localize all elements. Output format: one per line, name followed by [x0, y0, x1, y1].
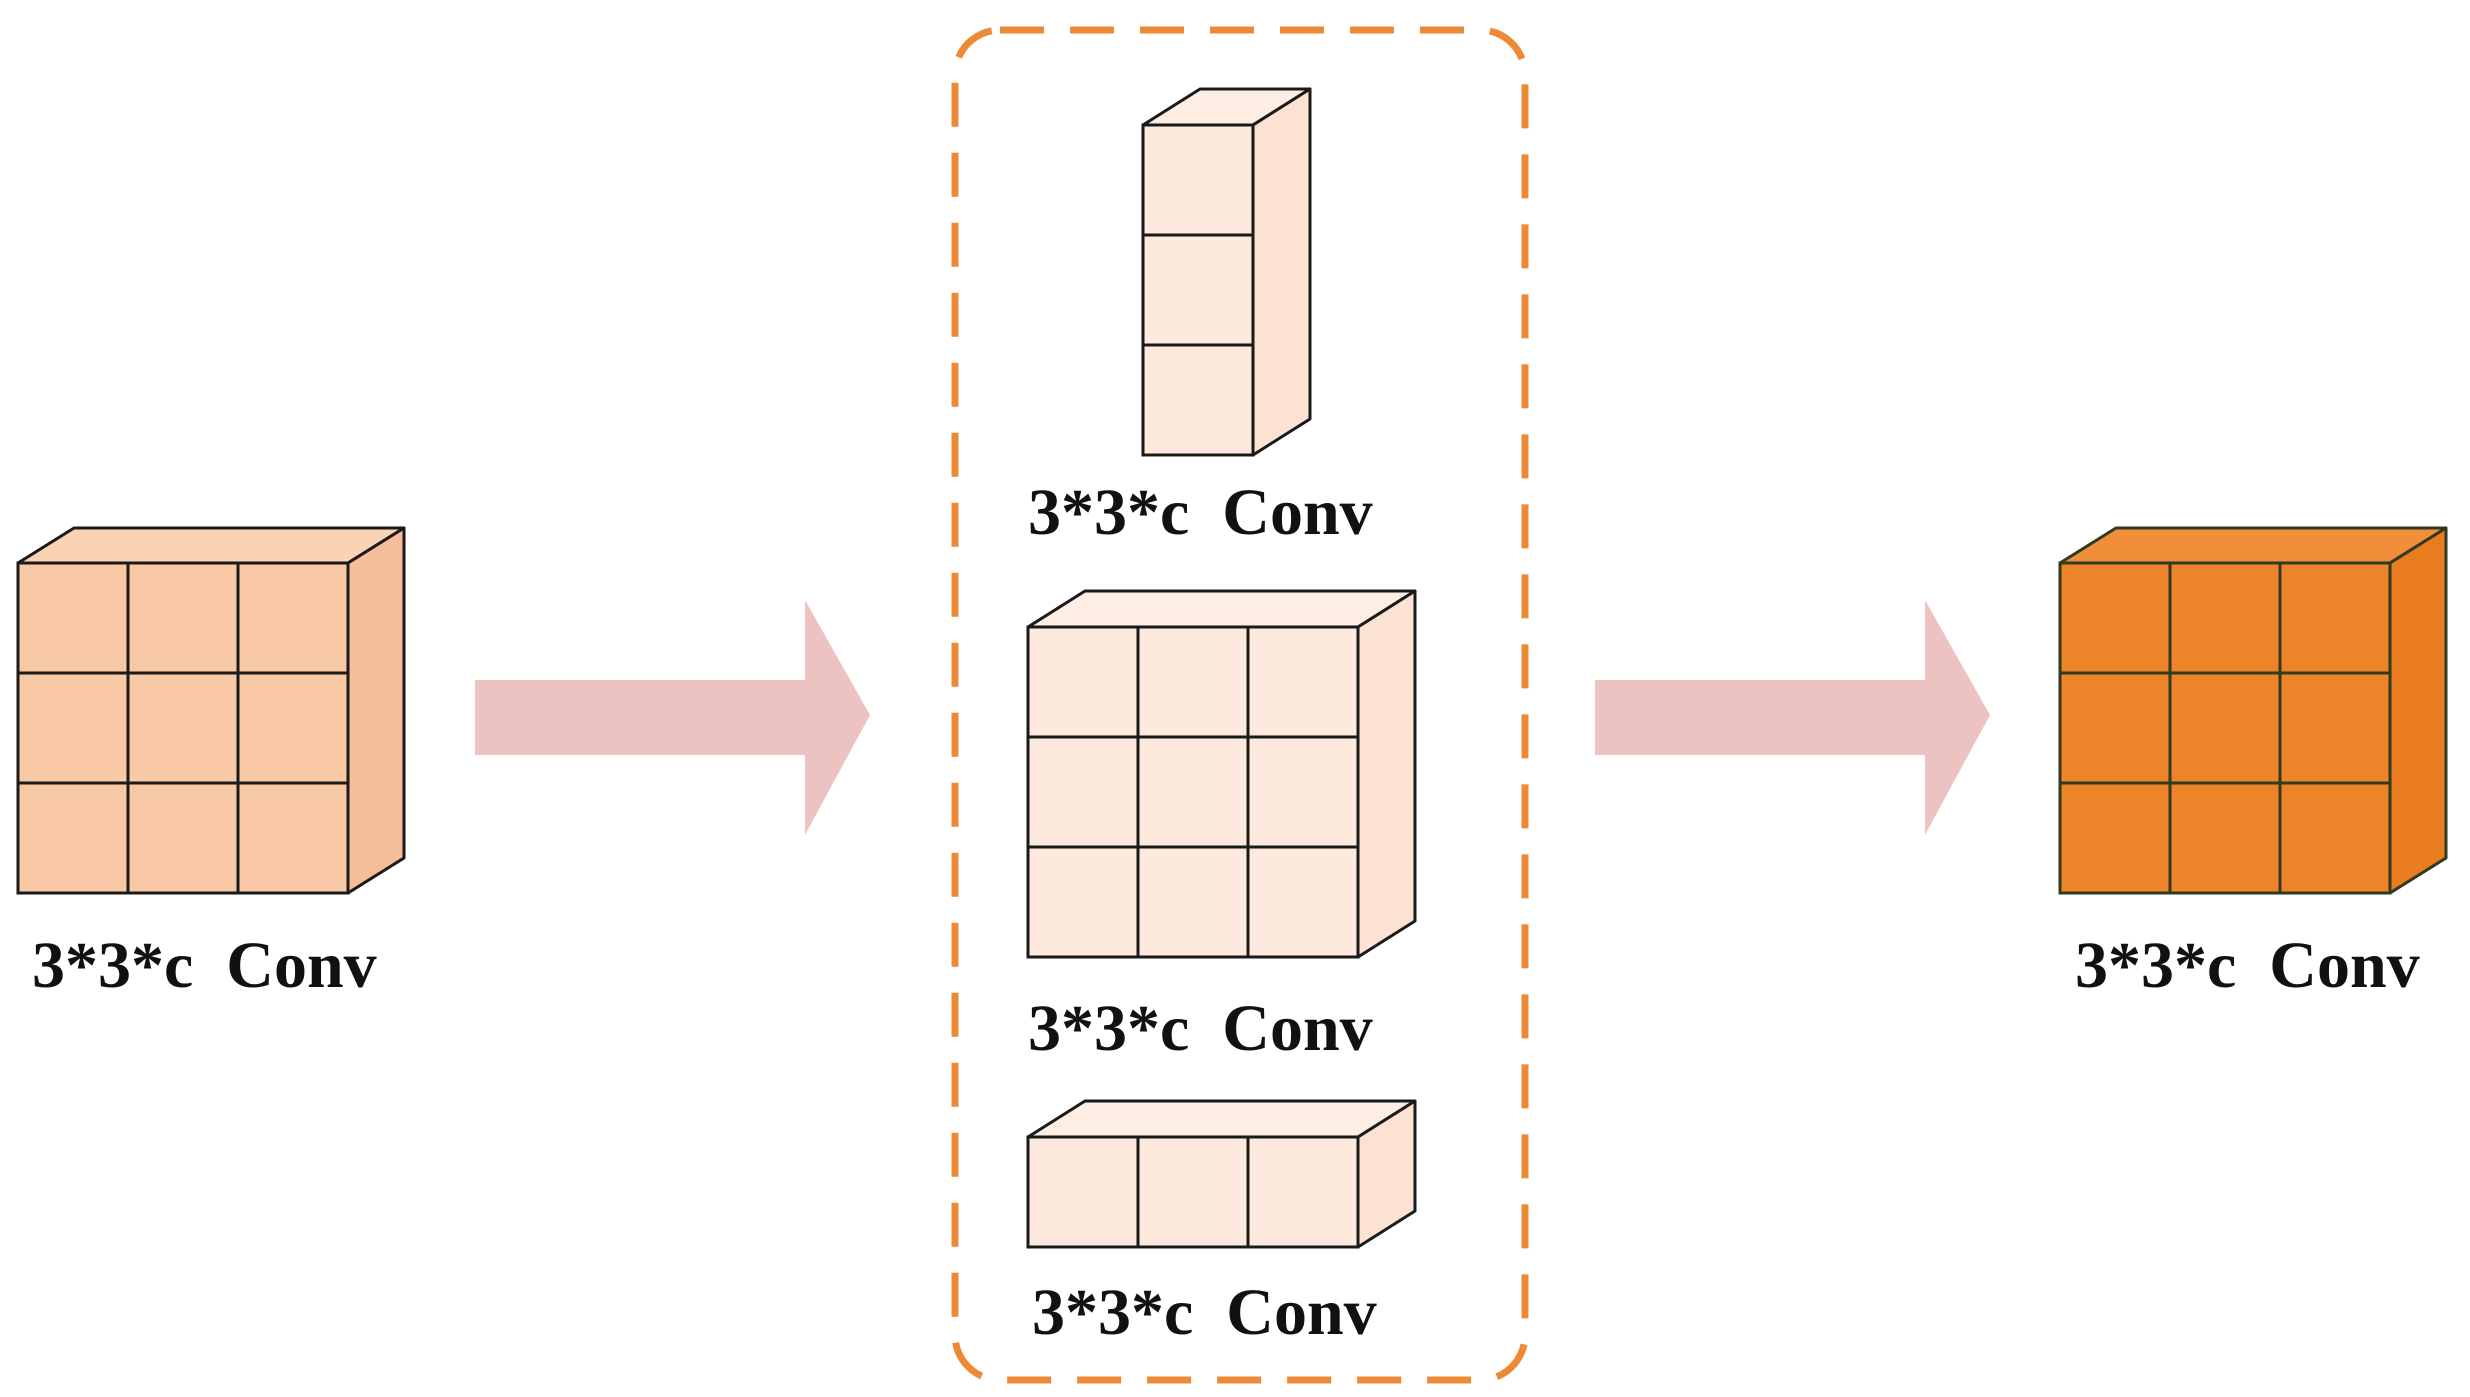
- cube-front-cell: [1246, 845, 1360, 959]
- cube-front-cell: [1026, 625, 1140, 739]
- cube-front-cell: [2058, 781, 2172, 895]
- cube-front-cell: [16, 781, 130, 895]
- cube-front-cell: [1026, 735, 1140, 849]
- cube-side-face: [1356, 589, 1417, 959]
- square-branch-conv-label: 3*3*c Conv: [1028, 992, 1373, 1065]
- cube-front-cell: [1136, 735, 1250, 849]
- cube-front-cell: [1246, 735, 1360, 849]
- cube-top-face: [2058, 526, 2448, 565]
- output-kernel-cube: [2058, 526, 2448, 895]
- arrow-input-to-branches: [475, 600, 870, 835]
- branch-group-dashed-box: [951, 26, 1529, 1384]
- cube-front-cell: [1136, 845, 1250, 959]
- horizontal-branch-kernel-cube: [1026, 1099, 1417, 1249]
- cube-front-cell: [1026, 845, 1140, 959]
- cube-front-cell: [2278, 561, 2392, 675]
- cube-front-cell: [2278, 781, 2392, 895]
- arrow-branches-to-output: [1595, 600, 1990, 835]
- cube-front-cell: [2058, 671, 2172, 785]
- cube-front-cell: [126, 561, 240, 675]
- vertical-branch-kernel-cube: [1141, 87, 1312, 457]
- cube-side-face: [1251, 87, 1312, 457]
- cube-front-cell: [2168, 671, 2282, 785]
- cube-side-face: [2388, 526, 2448, 895]
- cube-front-cell: [1141, 233, 1255, 347]
- cube-front-cell: [2278, 671, 2392, 785]
- cube-front-cell: [16, 561, 130, 675]
- vertical-branch-conv-label: 3*3*c Conv: [1028, 476, 1373, 549]
- cube-front-cell: [16, 671, 130, 785]
- cube-front-cell: [236, 781, 350, 895]
- cube-top-face: [16, 526, 406, 565]
- cube-front-cell: [1136, 625, 1250, 739]
- cube-front-cell: [1246, 625, 1360, 739]
- cube-front-cell: [236, 561, 350, 675]
- cube-front-cell: [1141, 123, 1255, 237]
- square-branch-kernel-cube: [1026, 589, 1417, 959]
- cube-front-cell: [236, 671, 350, 785]
- horizontal-branch-conv-label: 3*3*c Conv: [1032, 1276, 1377, 1349]
- input-conv-label: 3*3*c Conv: [32, 929, 377, 1002]
- cube-front-cell: [2168, 781, 2282, 895]
- cube-front-cell: [1026, 1135, 1140, 1249]
- cube-side-face: [346, 526, 406, 895]
- cube-top-face: [1026, 1099, 1417, 1139]
- cube-front-cell: [126, 781, 240, 895]
- cube-front-cell: [2058, 561, 2172, 675]
- cube-front-cell: [1246, 1135, 1360, 1249]
- cube-front-cell: [126, 671, 240, 785]
- cube-front-cell: [1141, 343, 1255, 457]
- cube-front-cell: [2168, 561, 2282, 675]
- input-kernel-cube: [16, 526, 406, 895]
- output-conv-label: 3*3*c Conv: [2075, 929, 2420, 1002]
- cube-front-cell: [1136, 1135, 1250, 1249]
- cube-top-face: [1026, 589, 1417, 629]
